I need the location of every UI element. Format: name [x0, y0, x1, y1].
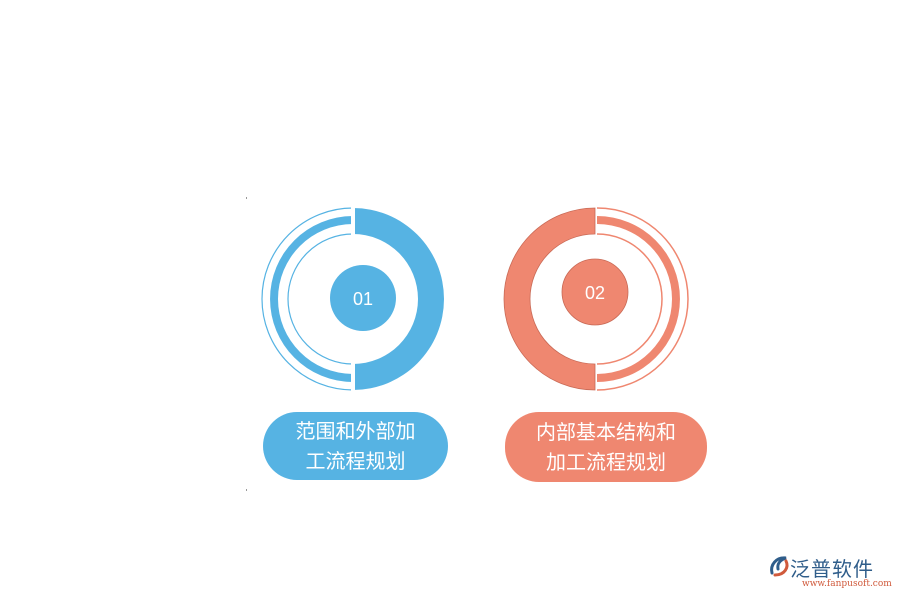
- node-02-badge: [561, 258, 629, 326]
- node-01-number: 01: [353, 289, 373, 309]
- node-02-thick-half: [503, 207, 596, 391]
- node-02-inner-arc: [596, 233, 663, 365]
- node-01-label: 范围和外部加 工流程规划: [263, 412, 448, 480]
- fanpu-logo: 泛普软件 www.fanpusoft.com: [764, 553, 894, 595]
- node-01-badge: [330, 265, 396, 331]
- node-02-number: 02: [585, 283, 605, 303]
- node-02-label: 内部基本结构和 加工流程规划: [505, 412, 707, 482]
- node-02-label-line-2: 加工流程规划: [546, 450, 666, 474]
- node-02-outer-arc: [596, 207, 689, 391]
- node-01-inner-arc: [287, 233, 354, 365]
- corner-mark-bottom: [246, 489, 247, 491]
- node-01-thick-half: [353, 208, 444, 390]
- node-02-label-line-1: 内部基本结构和: [536, 420, 676, 444]
- node-01-label-line-2: 工流程规划: [305, 449, 406, 473]
- logo-url: www.fanpusoft.com: [802, 579, 892, 589]
- corner-mark-top: [246, 197, 247, 199]
- logo-name: 泛普软件: [790, 557, 874, 581]
- node-01-outer-arc: [261, 207, 354, 391]
- node-01-label-line-1: 范围和外部加: [295, 419, 416, 443]
- fanpu-swirl-icon: [770, 556, 789, 577]
